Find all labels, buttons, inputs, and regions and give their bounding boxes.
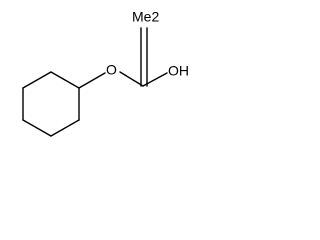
ring-bond-5 <box>50 119 80 137</box>
cyclohexane-ring <box>22 71 80 137</box>
ring-to-oxygen-bond <box>78 72 106 89</box>
ring-bond-4 <box>22 119 52 137</box>
ether-oxygen-label: O <box>106 62 117 78</box>
hydroxyl-label: OH <box>168 63 189 79</box>
ring-bond-2 <box>22 71 52 89</box>
ring-bond-1 <box>50 71 80 89</box>
dimethyl-label: Me2 <box>132 9 159 25</box>
oxygen-to-carbon-bond <box>119 71 144 87</box>
chemical-structure-diagram: O OH Me2 <box>22 9 189 137</box>
